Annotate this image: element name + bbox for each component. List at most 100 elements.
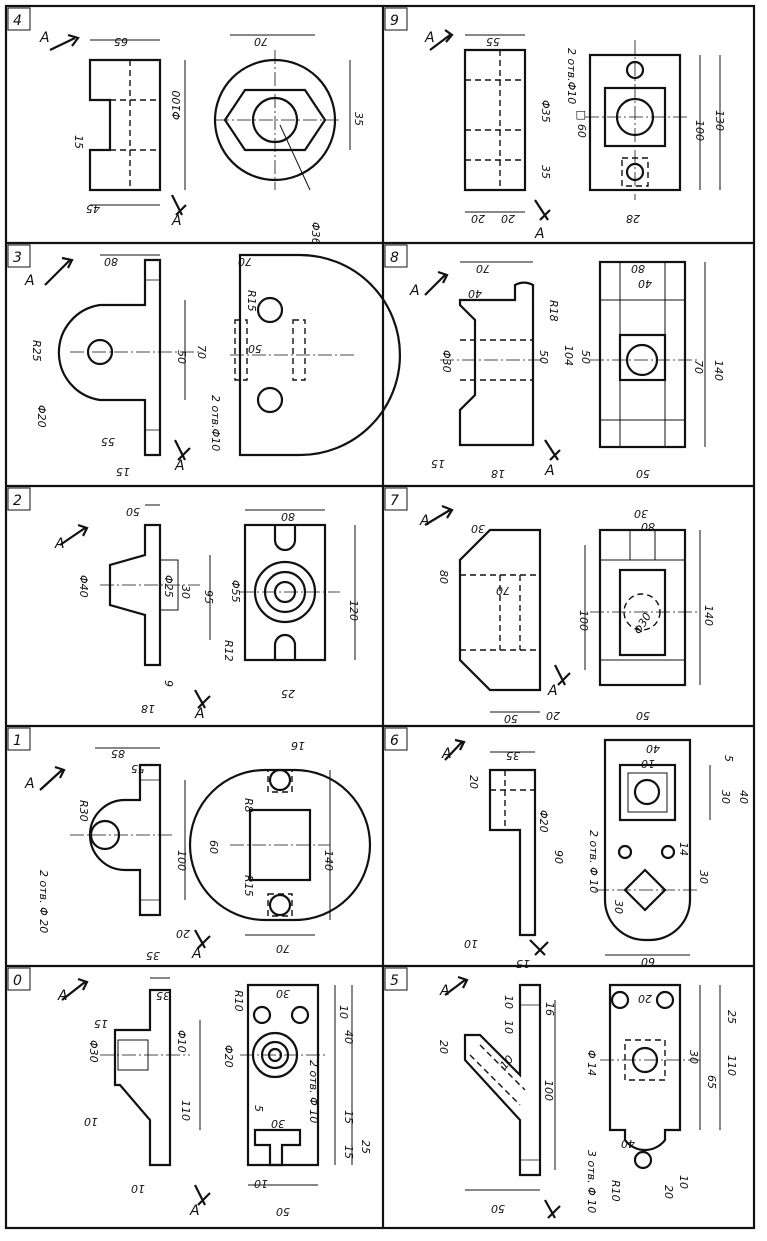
dim-label: 70 (496, 584, 510, 597)
dim-label: 40 (737, 790, 750, 804)
dim-label: 30 (271, 1117, 285, 1130)
dim-label: 50 (636, 709, 650, 722)
dim-label: 95 (202, 590, 215, 604)
section-mark-a: A (424, 30, 435, 46)
dim-label: R15 (242, 875, 255, 897)
section-mark-a: A (57, 988, 68, 1004)
dim-label: 30 (276, 987, 290, 1000)
dim-label: 14 (677, 842, 690, 856)
dim-label: 120 (347, 600, 360, 621)
part-2-front-view (108, 523, 162, 667)
dim-label: 15 (516, 957, 530, 970)
dim-label: 30 (471, 522, 485, 535)
dim-label: 10 (131, 1182, 145, 1195)
panel-number-6: 6 (390, 733, 399, 749)
part-6-front-view (488, 768, 537, 937)
dim-label: Φ30 (440, 350, 453, 373)
dim-label: 10 (502, 1020, 515, 1034)
svg-text:A: A (191, 946, 202, 962)
dim-label: 15 (342, 1110, 355, 1124)
dim-label: 20 (437, 1040, 450, 1054)
panel-number-8: 8 (390, 250, 399, 266)
svg-text:A: A (189, 1203, 200, 1219)
dim-label: 5 (722, 755, 735, 762)
dim-label: 40 (646, 742, 660, 755)
dim-label: 140 (702, 605, 715, 626)
part-1-front-view (88, 763, 162, 917)
drawing-panel-1: A A 85 55 16 R30 R8 60 100 140 2 отв. Φ … (24, 739, 372, 962)
dim-label: 40 (638, 277, 652, 290)
dim-label: 50 (175, 350, 188, 364)
dim-label: 90 (552, 850, 565, 864)
dim-label: 80 (631, 262, 645, 275)
dim-label: 30 (612, 900, 625, 914)
dim-label: 16 (291, 739, 305, 752)
dim-label: 55 (101, 435, 115, 448)
dim-label: 15 (342, 1145, 355, 1159)
dim-label: 35 (352, 112, 365, 126)
dim-label: 10 (502, 995, 515, 1009)
dim-label: 35 (156, 989, 170, 1002)
dim-label: Φ20 (35, 405, 48, 428)
dim-label: 140 (712, 360, 725, 381)
dim-label: R30 (77, 800, 90, 822)
panel-number-4: 4 (13, 13, 22, 29)
dim-label: 20 (662, 1185, 675, 1199)
dim-label: 100 (577, 610, 590, 631)
dim-label: 25 (281, 687, 295, 700)
section-mark-a: A (419, 513, 430, 529)
dim-label: 80 (104, 255, 118, 268)
dim-label: 70 (195, 345, 208, 359)
dim-label: 2 отв. Φ 10 (587, 830, 600, 893)
part-9-front-view (463, 48, 527, 192)
dim-label: 70 (276, 942, 290, 955)
dim-label: 40 (468, 287, 482, 300)
dim-label: 70 (238, 255, 252, 268)
dim-label: 20 (176, 927, 190, 940)
dim-label: 10 (677, 1175, 690, 1189)
part-7-front-view (458, 528, 542, 692)
dim-label: □ 60 (575, 110, 588, 138)
dim-label: 15 (116, 465, 130, 478)
section-mark-a: A (409, 283, 420, 299)
dim-label: 20 (501, 212, 515, 225)
panel-number-0: 0 (13, 973, 22, 989)
panel-number-5: 5 (390, 973, 399, 989)
dim-label: 55 (486, 35, 500, 48)
dim-label: 35 (506, 749, 520, 762)
dim-label: R15 (245, 290, 258, 312)
section-mark-a: A (39, 30, 50, 46)
dim-label: 140 (322, 850, 335, 871)
svg-text:A: A (547, 683, 558, 699)
dim-label: R18 (547, 300, 560, 322)
panel-number-3: 3 (13, 250, 22, 266)
dim-label: Φ30 (87, 1040, 100, 1063)
dim-label: Φ10 (175, 1030, 188, 1053)
section-mark-a: A (439, 983, 450, 999)
dim-label: 50 (276, 1205, 290, 1218)
dim-label: 5 (252, 1105, 265, 1112)
dim-label: 30 (179, 585, 192, 599)
dim-label: 100 (542, 1080, 555, 1101)
svg-text:A: A (544, 463, 555, 479)
drawing-panel-8: A A 70 40 R18 80 40 Φ30 50 104 50 70 140… (409, 260, 725, 480)
dim-label: 65 (705, 1075, 718, 1089)
dim-label: 100 (693, 120, 706, 141)
svg-text:A: A (534, 226, 545, 242)
dim-label: R8 (242, 798, 255, 813)
part-4-front-view (88, 58, 162, 192)
dim-label: 2 отв. Φ 20 (37, 870, 50, 933)
dim-label: 110 (725, 1055, 738, 1076)
drawing-panel-0: A A 35 R10 30 Φ30 15 Φ10 Φ20 10 40 2 отв… (57, 977, 372, 1219)
dim-label: 35 (539, 165, 552, 179)
panel-number-boxes: 4 9 3 8 2 7 1 6 0 5 (7, 7, 408, 991)
section-mark-a: A (24, 273, 35, 289)
dim-label: 10 (464, 937, 478, 950)
dim-label: 65 (114, 35, 128, 48)
dim-label: 40 (342, 1030, 355, 1044)
dim-label: 10 (254, 1177, 268, 1190)
dim-label: 50 (126, 505, 140, 518)
dim-label: 70 (692, 360, 705, 374)
dim-label: 30 (687, 1050, 700, 1064)
dim-label: Φ55 (229, 580, 242, 603)
